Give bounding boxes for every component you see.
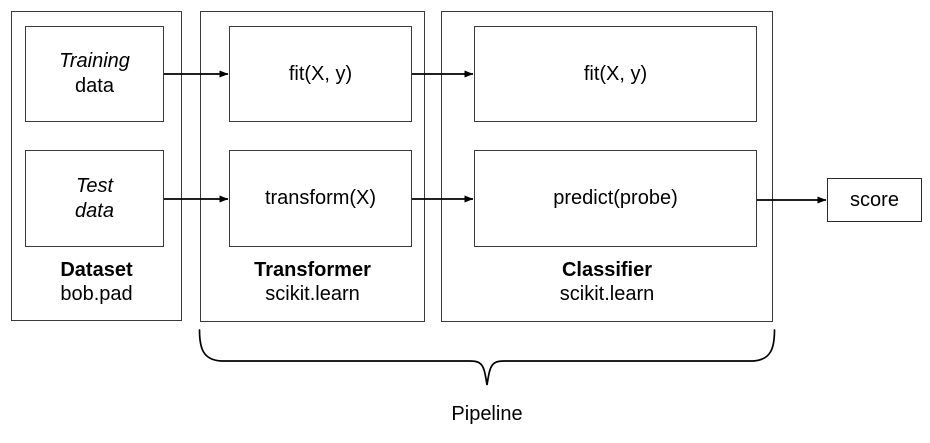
box-score-label: score (850, 188, 899, 211)
caption-transformer: Transformer scikit.learn (200, 258, 425, 306)
box-transformer-fit-label: fit(X, y) (288, 62, 353, 85)
caption-classifier: Classifier scikit.learn (441, 258, 773, 306)
box-test-data-label: fit(X, y) Test data (75, 174, 114, 222)
box-classifier-fit: fit(X, y) (474, 26, 757, 122)
box-training-data: Training data (25, 26, 164, 122)
box-test-data: fit(X, y) Test data (25, 150, 164, 247)
box-training-data-label: Training data (59, 50, 130, 97)
caption-transformer-title: Transformer (254, 259, 371, 281)
box-transformer-transform-label: transform(X) (264, 187, 377, 209)
caption-classifier-sub: scikit.learn (559, 283, 655, 305)
box-classifier-predict-label: predict(probe) (553, 187, 678, 209)
box-transformer-transform: transform(X) (229, 150, 412, 247)
pipeline-brace-label: Pipeline (451, 403, 523, 425)
caption-dataset: Dataset bob.pad (11, 258, 182, 306)
box-classifier-predict: predict(probe) (474, 150, 757, 247)
box-transformer-fit: fit(X, y) (229, 26, 412, 122)
caption-classifier-title: Classifier (561, 259, 653, 281)
caption-transformer-sub: scikit.learn (265, 283, 360, 305)
caption-dataset-title: Dataset (60, 259, 133, 281)
box-score: score (827, 178, 922, 222)
pipeline-brace (198, 329, 776, 386)
box-classifier-fit-label: fit(X, y) (583, 62, 648, 85)
caption-dataset-sub: bob.pad (60, 283, 133, 305)
